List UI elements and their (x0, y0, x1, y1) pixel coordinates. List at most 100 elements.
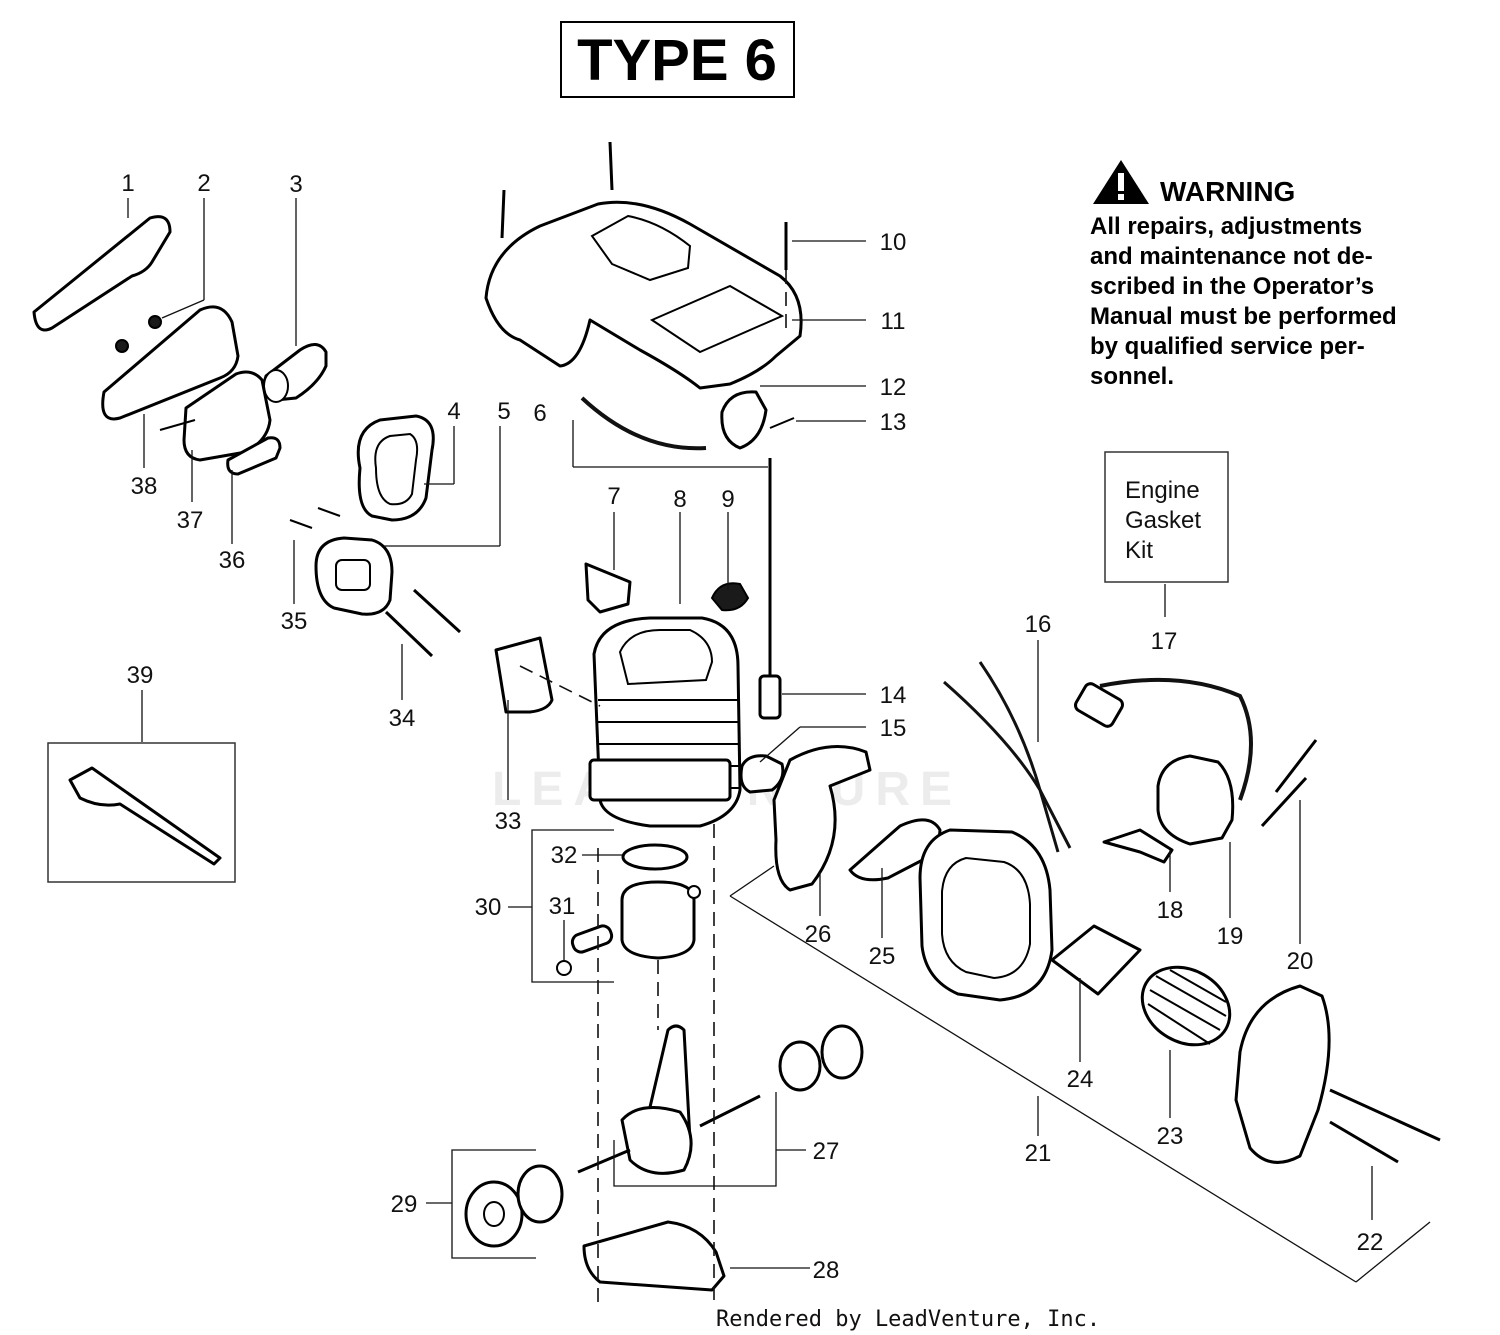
grommet-part (710, 582, 750, 612)
part-callout-31: 31 (549, 893, 576, 920)
decompression-valve (758, 674, 782, 720)
bracket-part (1102, 828, 1174, 864)
part-callout-9: 9 (721, 486, 734, 513)
piston-ring-part (621, 843, 689, 871)
part-callout-15: 15 (880, 715, 907, 742)
muffler-body-inner (941, 856, 1031, 980)
part-callout-36: 36 (219, 547, 246, 574)
part-callout-8: 8 (673, 486, 686, 513)
leader-line (759, 726, 801, 763)
carb-gasket-part (226, 436, 282, 476)
part-callout-3: 3 (289, 171, 302, 198)
bearing-part (778, 1040, 822, 1092)
center-line (519, 665, 601, 707)
part-callout-2: 2 (197, 170, 210, 197)
bolt-part (384, 610, 434, 658)
part-callout-23: 23 (1157, 1123, 1184, 1150)
part-callout-24: 24 (1067, 1066, 1094, 1093)
wire-part (978, 661, 1060, 853)
part-callout-38: 38 (131, 473, 158, 500)
cover-vent (590, 214, 692, 282)
part-callout-19: 19 (1217, 923, 1244, 950)
part-callout-6: 6 (533, 400, 546, 427)
part-callout-29: 29 (391, 1191, 418, 1218)
spark-arrestor-part (1140, 965, 1232, 1047)
part-callout-17: 17 (1151, 628, 1178, 655)
gasket-kit-label: Kit (1125, 537, 1153, 564)
leader-line (1355, 1221, 1431, 1283)
carb-screw (159, 419, 196, 431)
group-bracket (451, 1149, 536, 1259)
leader-line (729, 895, 1357, 1283)
scrench-tool-part (68, 766, 222, 866)
carburetor-part (182, 370, 272, 462)
air-filter-cover-part (32, 215, 172, 332)
plug-connector-part (720, 390, 768, 450)
gasket-kit-label: Engine (1125, 477, 1200, 504)
part-callout-4: 4 (447, 398, 460, 425)
part-callout-18: 18 (1157, 897, 1184, 924)
part-callout-14: 14 (880, 682, 907, 709)
leader-line (161, 299, 205, 319)
warning-line: scribed in the Operator’s (1090, 273, 1374, 300)
crank-shaft-end (577, 1148, 631, 1174)
screw-part (1260, 776, 1308, 828)
warning-line: by qualified service per- (1090, 333, 1365, 360)
part-callout-30: 30 (475, 894, 502, 921)
crank-shaft-end (699, 1094, 761, 1128)
cylinder-part (588, 616, 742, 828)
spark-plug-part (584, 562, 632, 614)
warning-line: and maintenance not de- (1090, 243, 1373, 270)
gasket-kit-box (1104, 451, 1229, 583)
piston-part (620, 880, 696, 960)
seal-part (820, 1024, 864, 1080)
part-callout-25: 25 (869, 943, 896, 970)
part-callout-21: 21 (1025, 1140, 1052, 1167)
diagram-title: TYPE 6 (577, 28, 777, 93)
group-bracket (613, 1092, 777, 1187)
pin-clip (556, 960, 572, 976)
cover-panel (649, 284, 785, 354)
part-callout-22: 22 (1357, 1229, 1384, 1256)
impulse-hose-part (580, 396, 707, 451)
seal-inner (483, 1201, 505, 1227)
warning-heading: WARNING (1160, 176, 1295, 207)
screw-part (1274, 739, 1318, 793)
warning-line: Manual must be performed (1090, 303, 1397, 330)
part-callout-39: 39 (127, 662, 154, 689)
pin-clip (687, 885, 701, 899)
intake-ring-inner (374, 432, 419, 506)
intake-boot-opening (263, 369, 289, 403)
nut-part (115, 339, 129, 353)
screw-part (500, 189, 506, 239)
leader-line (729, 865, 775, 897)
bolt-part (412, 588, 462, 634)
part-callout-5: 5 (497, 398, 510, 425)
bolt-part (1329, 1120, 1399, 1164)
warning-line: All repairs, adjustments (1090, 213, 1362, 240)
part-callout-13: 13 (880, 409, 907, 436)
heat-shield-part (772, 745, 872, 892)
part-callout-1: 1 (121, 170, 134, 197)
filter-holder-part (101, 305, 240, 421)
deflector-part (1050, 924, 1142, 996)
part-callout-11: 11 (881, 308, 906, 335)
part-callout-7: 7 (607, 483, 620, 510)
muffler-cover-part (1234, 984, 1331, 1164)
bolt-part (1329, 1088, 1441, 1142)
wire-part (943, 680, 1072, 849)
title-box (560, 21, 795, 98)
ignition-module-part (1156, 754, 1235, 846)
part-callout-27: 27 (813, 1138, 840, 1165)
part-callout-12: 12 (880, 374, 907, 401)
part-callout-37: 37 (177, 507, 204, 534)
part-callout-20: 20 (1287, 948, 1314, 975)
group-bracket (531, 829, 614, 983)
bearing-part (516, 1164, 564, 1224)
piston-pin-part (570, 924, 614, 954)
part-callout-32: 32 (551, 842, 578, 869)
footer-credit: Rendered by LeadVenture, Inc. (716, 1307, 1100, 1332)
crank-web-part (620, 1106, 693, 1175)
